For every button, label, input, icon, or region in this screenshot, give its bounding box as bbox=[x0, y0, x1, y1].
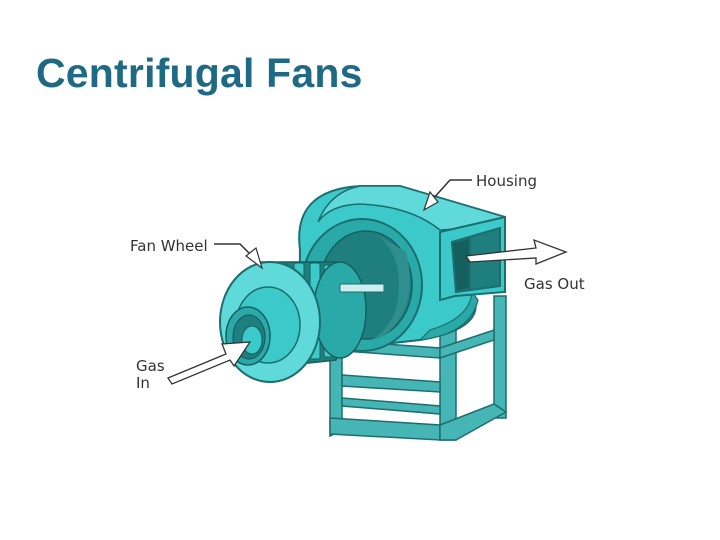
label-housing: Housing bbox=[476, 172, 537, 190]
housing-arrowhead bbox=[422, 190, 439, 212]
fan-wheel-pointer bbox=[214, 243, 253, 257]
label-gas-in-line2: In bbox=[136, 374, 150, 392]
label-gas-out: Gas Out bbox=[524, 275, 585, 293]
housing-pointer bbox=[431, 179, 472, 201]
label-gas-in-line1: Gas bbox=[136, 357, 165, 375]
label-fan-wheel: Fan Wheel bbox=[130, 237, 208, 255]
fan-wheel bbox=[219, 261, 367, 383]
fan-wheel-arrowhead bbox=[245, 246, 264, 270]
gas-in-arrow bbox=[167, 341, 252, 385]
slide-title: Centrifugal Fans bbox=[36, 50, 363, 96]
shaft bbox=[339, 283, 385, 293]
gas-out-arrow bbox=[464, 238, 568, 265]
